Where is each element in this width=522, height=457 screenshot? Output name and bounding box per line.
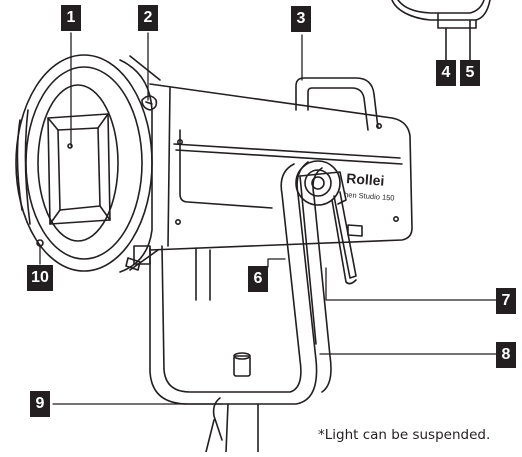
light-housing	[149, 83, 413, 251]
callout-badge-5: 5	[460, 60, 480, 86]
callout-badge-9: 9	[30, 391, 50, 417]
callout-line-7	[325, 267, 497, 301]
callout-badge-2: 2	[138, 5, 158, 31]
mounting-yoke	[149, 161, 332, 405]
mount-knob	[141, 95, 158, 111]
model-name: hen Studio 150	[344, 190, 395, 202]
inset-detail	[391, 0, 491, 61]
callout-badge-6: 6	[248, 266, 268, 292]
callout-badge-8: 8	[496, 342, 516, 368]
stand-spigot	[205, 352, 259, 453]
tilt-lock-lever	[295, 160, 357, 285]
brand-name: Rollei	[346, 170, 385, 189]
footnote: *Light can be suspended.	[318, 427, 491, 443]
front-bowens-mount	[15, 54, 161, 273]
brand-logo: Rollei hen Studio 150	[344, 170, 395, 202]
callout-badge-4: 4	[436, 60, 456, 86]
callout-badge-3: 3	[291, 6, 311, 32]
callout-badge-7: 7	[496, 288, 516, 314]
callout-badge-1: 1	[61, 5, 81, 31]
callout-lines	[39, 32, 497, 405]
bottom-knob	[125, 245, 151, 271]
callout-badge-10: 10	[27, 265, 53, 291]
callout-line-6	[267, 258, 286, 268]
carry-handle	[295, 77, 379, 131]
